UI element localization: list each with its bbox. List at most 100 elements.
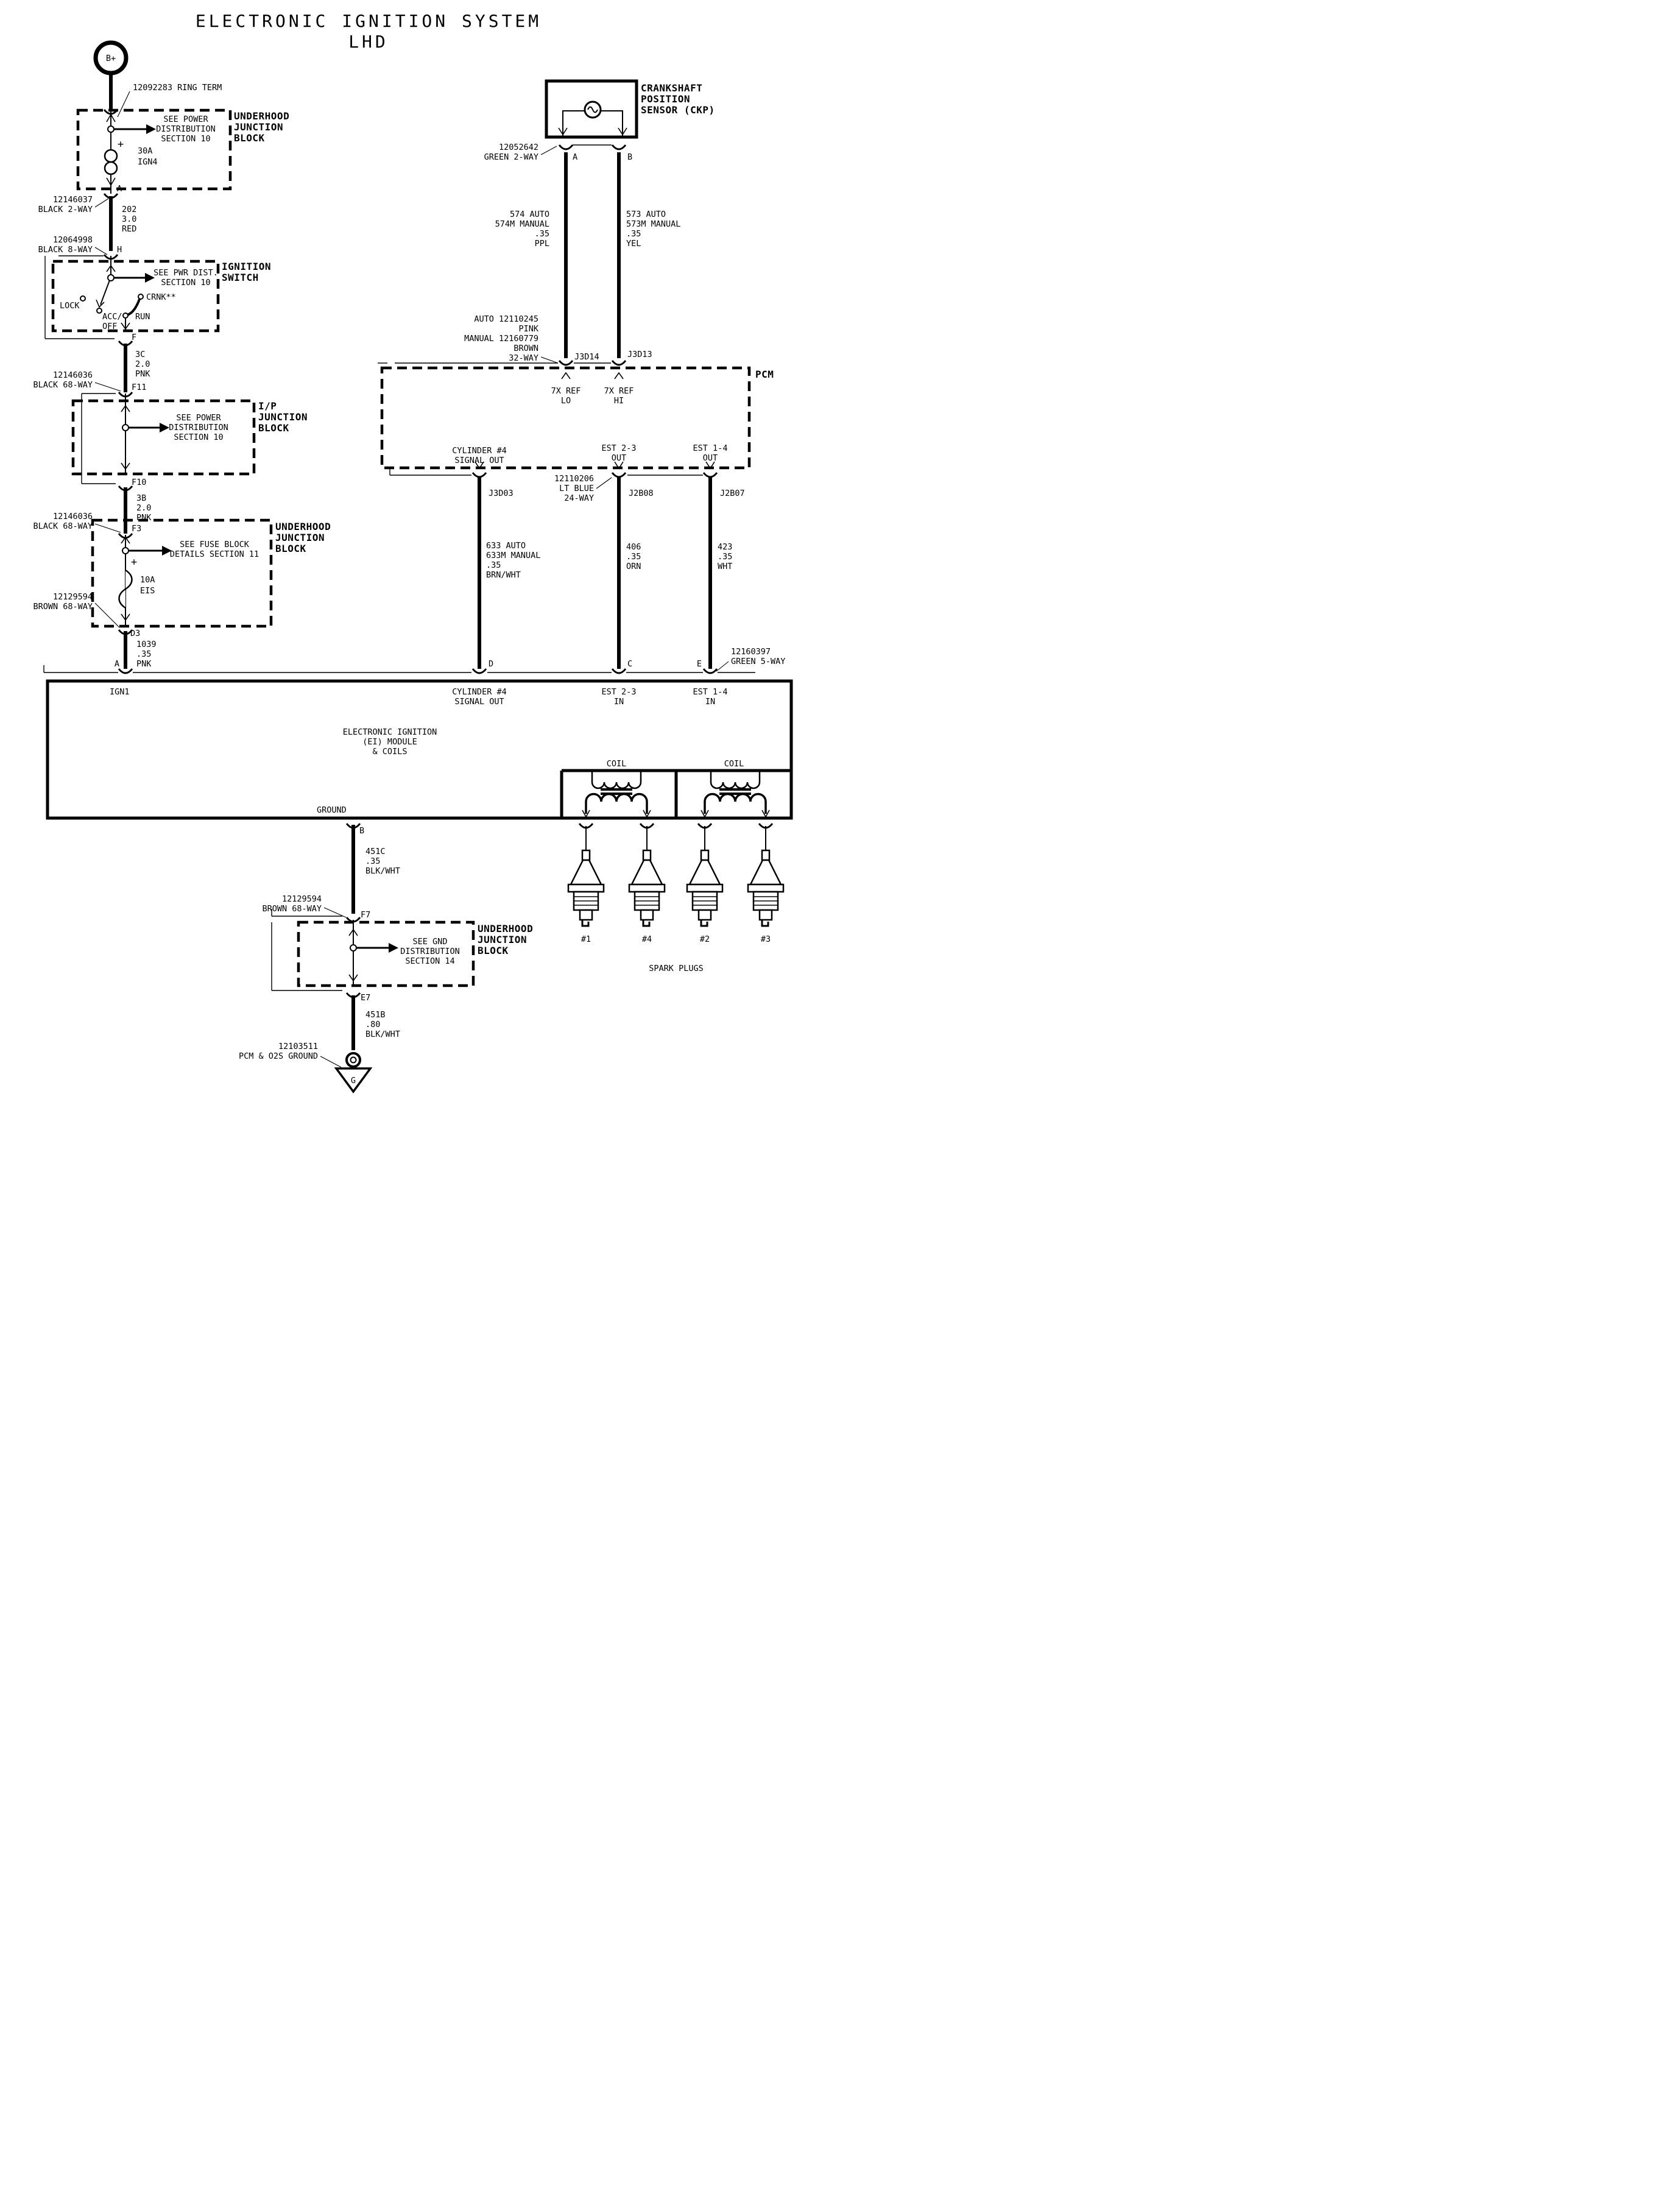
arrow-up-icon <box>614 372 624 380</box>
module-pin-function: IGN1 <box>110 687 130 697</box>
ujb3-note: SECTION 14 <box>405 956 454 966</box>
wire-label: 451B <box>365 1010 386 1020</box>
ring-terminal-hole <box>350 1056 357 1064</box>
ign-switch-name: IGNITION <box>222 261 271 272</box>
pin-label: J3D13 <box>627 350 652 359</box>
pin-label: B <box>359 826 364 836</box>
contact-icon <box>350 944 357 951</box>
connector-label: 12146036 <box>53 512 93 521</box>
ign-switch-note: SEE PWR DIST. <box>154 268 218 278</box>
arrow-up-icon <box>106 113 116 122</box>
connector-label: 12052642 <box>499 143 538 152</box>
connector-label: MANUAL 12160779 <box>464 334 538 344</box>
wire-label: 573 AUTO <box>626 210 666 219</box>
ujb3-note: SEE GND <box>413 937 448 947</box>
ip-note: SECTION 10 <box>174 432 223 442</box>
crnk-contact-icon <box>138 294 144 300</box>
ujb2-name: BLOCK <box>275 543 306 554</box>
connector-label: GREEN 5-WAY <box>731 657 785 666</box>
connector-socket-icon <box>558 144 574 150</box>
pin-label: A <box>573 152 577 162</box>
wire-label: 2.0 <box>135 359 150 369</box>
wire-label: 3.0 <box>122 214 136 224</box>
wire-label: .35 <box>365 856 380 866</box>
connector-socket-icon <box>611 144 627 150</box>
connector-label: PINK <box>518 324 538 334</box>
wire-label: 202 <box>122 205 136 214</box>
pin-label: H <box>117 245 122 255</box>
wire-label: 3B <box>136 493 146 503</box>
pin-label: J2B08 <box>629 489 654 498</box>
connector-socket-icon <box>471 668 487 674</box>
switch-position-label: RUN <box>135 312 150 322</box>
wire-label: YEL <box>626 239 641 249</box>
ujb2-name: JUNCTION <box>275 532 325 543</box>
spark-plugs-caption: SPARK PLUGS <box>649 964 703 973</box>
arrow-up-icon <box>106 264 116 272</box>
arrowhead-icon <box>96 299 105 308</box>
pcm-ref-label: 7X REF <box>551 386 581 396</box>
fuse-plus-label: + <box>131 556 137 568</box>
module-pin-function: IN <box>705 697 715 707</box>
leader-line <box>540 356 559 364</box>
connector-socket-icon <box>611 360 627 366</box>
contact-icon <box>107 274 115 281</box>
underhood-junction-block-1-box <box>76 108 232 191</box>
arrow-down-icon <box>705 461 715 470</box>
wire-label: 406 <box>626 542 641 552</box>
connector-label: BLACK 2-WAY <box>38 205 93 214</box>
ip-note: DISTRIBUTION <box>169 423 228 432</box>
fuse-plus-label: + <box>118 138 124 150</box>
connector-label: 12129594 <box>282 894 322 904</box>
ujb2-name: UNDERHOOD <box>275 521 331 532</box>
pcm-out-label: OUT <box>703 453 718 463</box>
pin-label: E <box>697 659 702 669</box>
wire-label: .35 <box>626 552 641 562</box>
ip-junction-block-box <box>71 399 256 476</box>
arrow-down-icon <box>614 461 624 470</box>
connector-label: BROWN <box>514 344 538 353</box>
coil-label: COIL <box>724 759 744 769</box>
pcm-ref-label: HI <box>614 396 624 406</box>
fuse-icon <box>104 161 118 175</box>
contact-icon <box>107 125 115 133</box>
ujb2-note: SEE FUSE BLOCK <box>180 540 250 549</box>
ckp-name: POSITION <box>641 93 690 105</box>
leader-line <box>94 523 121 533</box>
ujb1-note: DISTRIBUTION <box>156 124 216 134</box>
connector-label: LT BLUE <box>559 484 594 493</box>
ip-note: SEE POWER <box>176 413 221 423</box>
ujb1-note: SECTION 10 <box>161 134 210 144</box>
wire-label: .35 <box>136 649 151 659</box>
leader-line <box>94 198 109 208</box>
pin-label: F3 <box>132 524 141 534</box>
module-name: & COILS <box>373 747 408 757</box>
pin-label: F11 <box>132 383 146 392</box>
module-pin-function: EST 1-4 <box>693 687 728 697</box>
battery-terminal-icon <box>93 40 129 76</box>
arrow-down-icon <box>558 127 568 136</box>
wire-label: PNK <box>135 369 150 379</box>
ground-triangle-icon <box>334 1067 373 1093</box>
fuse-icon <box>118 569 133 609</box>
pin-label: D <box>489 659 493 669</box>
connector-label: 12146037 <box>53 195 93 205</box>
battery-label: B+ <box>106 54 116 63</box>
pin-label: J3D03 <box>489 489 514 498</box>
leader-line <box>716 661 729 672</box>
pin-label: E7 <box>361 993 370 1003</box>
switch-position-label: ACC/ <box>102 312 122 322</box>
run-blade-icon <box>127 298 141 316</box>
wire-label: ORN <box>626 562 641 571</box>
spark-plug-label: #1 <box>581 934 591 944</box>
wire-label: .80 <box>365 1020 380 1029</box>
fuse-name-label: IGN4 <box>138 157 158 167</box>
electronic-ignition-diagram: ELECTRONIC IGNITION SYSTEM LHD B+ 120922… <box>33 11 793 1093</box>
pcm-out-label: SIGNAL OUT <box>454 456 504 465</box>
pin-label: A <box>115 659 119 669</box>
ignition-coil-icon <box>582 771 651 818</box>
connector-socket-icon <box>471 472 487 478</box>
fuse-rating-label: 30A <box>138 146 152 156</box>
connector-label: BLACK 8-WAY <box>38 245 93 255</box>
sine-wave-icon <box>587 106 598 113</box>
